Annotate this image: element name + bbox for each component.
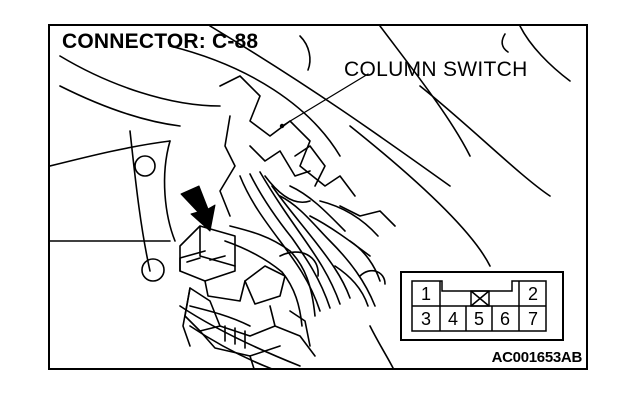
connector-pin-diagram: 1 2 3 4 5 6 7 xyxy=(400,271,564,341)
pin-label-6: 6 xyxy=(499,309,510,329)
connector-title: CONNECTOR: C-88 xyxy=(62,30,259,53)
pin-label-7: 7 xyxy=(527,309,538,329)
diagram-frame: CONNECTOR: C-88 COLUMN SWITCH 1 2 3 4 5 … xyxy=(48,24,588,370)
pin-label-3: 3 xyxy=(420,309,431,329)
pin-label-1: 1 xyxy=(420,284,431,304)
pin-label-5: 5 xyxy=(473,309,484,329)
figure-code: AC001653AB xyxy=(491,349,583,366)
column-switch-illustration xyxy=(50,26,571,368)
pin-label-4: 4 xyxy=(447,309,458,329)
pin-label-2: 2 xyxy=(527,284,538,304)
column-switch-label: COLUMN SWITCH xyxy=(344,58,528,81)
pin-grid xyxy=(411,280,547,332)
